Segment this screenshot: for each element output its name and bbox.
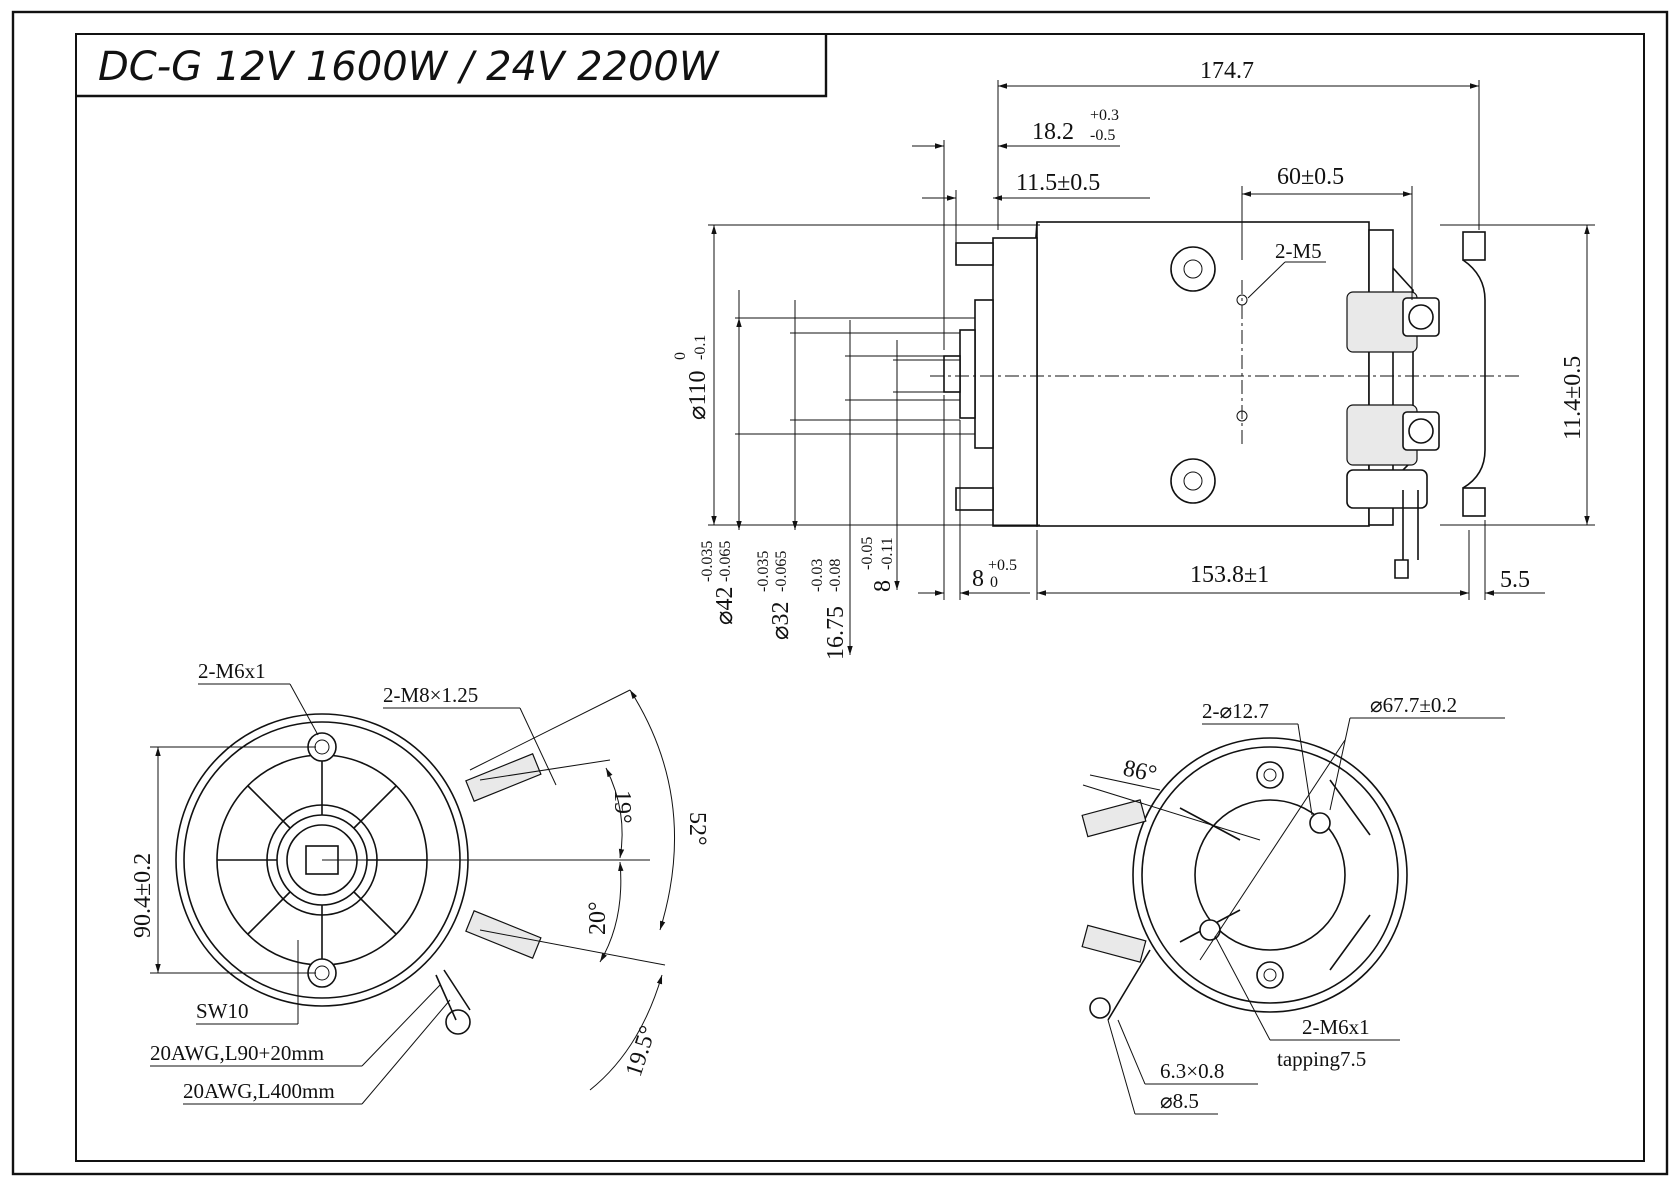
mount-spacing-label: 90.4±0.2 (130, 853, 156, 938)
pilot-diameter-tol-lower: -0.065 (717, 541, 734, 582)
washer-label: SW10 (196, 999, 249, 1023)
ring-size-label: ⌀8.5 (1160, 1089, 1199, 1113)
body-diameter-tol-lower: -0.1 (692, 335, 709, 360)
front-view-dimensions: 2-M6x1 2-M8×1.25 90.4±0.2 SW10 20AWG,L90… (130, 659, 710, 1105)
mount-thread-label: 2-M6x1 (198, 659, 266, 683)
shaft-length-label: 8 (972, 566, 984, 592)
terminal-spacing-label: 60±0.5 (1277, 164, 1344, 190)
motor-rear-view-icon (1081, 737, 1408, 1021)
title-block: DC-G 12V 1600W / 24V 2200W (76, 34, 828, 98)
hole-label: 2-⌀12.7 (1202, 699, 1269, 723)
motor-side-view-icon (930, 221, 1520, 579)
stud-offset-label: 11.5±0.5 (1016, 170, 1100, 196)
rear-thread-label: 2-M6x1 (1302, 1015, 1370, 1039)
flat-width-label: 16.75 (823, 606, 849, 660)
wire-short-label: 20AWG,L90+20mm (150, 1041, 324, 1065)
flat-width-tol-upper: -0.03 (809, 559, 826, 592)
pilot-diameter-tol-upper: -0.035 (699, 541, 716, 582)
flat-width-tol-lower: -0.08 (827, 559, 844, 592)
shaft-diameter-tol-lower: -0.065 (773, 551, 790, 592)
shaft-length-tol-lower: 0 (990, 574, 998, 591)
side-view-dimensions: 174.7 18.2 +0.3 -0.5 11.5±0.5 60±0.5 2-M… (672, 58, 1595, 660)
terminal-thread-label: 2-M8×1.25 (383, 683, 478, 707)
angle-total-label: 52° (684, 812, 710, 846)
body-diameter-tol-upper: 0 (672, 352, 689, 360)
pilot-diameter-label: ⌀42 (712, 587, 738, 625)
shaft-diameter-tol-upper: -0.035 (755, 551, 772, 592)
flange-offset-tol-lower: -0.5 (1090, 127, 1115, 144)
flange-offset-tol-upper: +0.3 (1090, 107, 1119, 124)
flange-offset-label: 18.2 (1032, 119, 1074, 145)
overall-length-label: 174.7 (1200, 58, 1254, 84)
thread-m5-label: 2-M5 (1275, 239, 1322, 263)
bolt-circle-label: ⌀67.7±0.2 (1370, 693, 1457, 717)
terminal-size-label: 6.3×0.8 (1160, 1059, 1224, 1083)
key-width-tol-lower: -0.11 (879, 537, 896, 570)
key-width-tol-upper: -0.05 (859, 537, 876, 570)
body-length-label: 153.8±1 (1190, 562, 1269, 588)
angle-lower-label: 20° (585, 901, 611, 935)
drawing-title: DC-G 12V 1600W / 24V 2200W (98, 44, 720, 90)
key-width-label: 8 (870, 580, 896, 592)
angle-wire-label: 19.5° (621, 1023, 662, 1080)
shaft-length-tol-upper: +0.5 (988, 557, 1017, 574)
shaft-diameter-label: ⌀32 (768, 602, 794, 640)
tapping-label: tapping7.5 (1277, 1047, 1366, 1071)
outer-border (11, 10, 1669, 1176)
body-diameter-label: ⌀110 (685, 370, 711, 420)
terminal-height-label: 11.4±0.5 (1560, 356, 1586, 440)
end-length-label: 5.5 (1500, 567, 1530, 593)
inner-border (75, 33, 1645, 1162)
wire-long-label: 20AWG,L400mm (183, 1079, 335, 1103)
rear-view-dimensions: 2-⌀12.7 ⌀67.7±0.2 86° 2-M6x1 tapping7.5 … (1082, 693, 1505, 1115)
angle-upper-label: 19° (609, 790, 635, 824)
